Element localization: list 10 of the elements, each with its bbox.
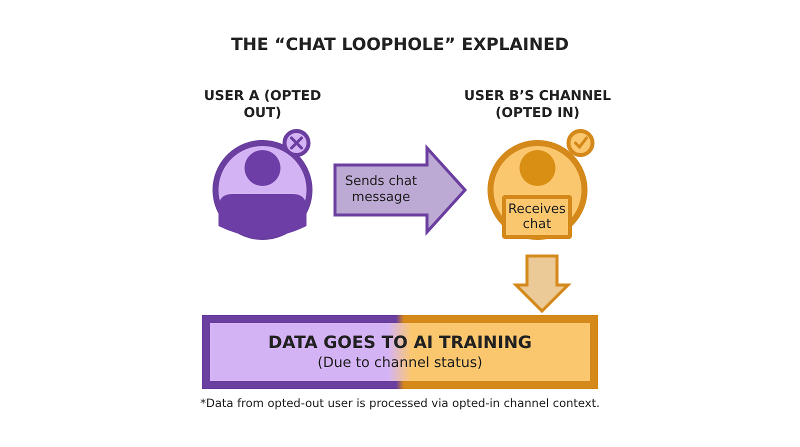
result-heading: DATA GOES TO AI TRAINING — [267, 333, 533, 353]
result-note: (Due to channel status) — [316, 355, 484, 371]
block-arrow — [334, 144, 468, 236]
title: THE “CHAT LOOPHOLE” EXPLAINED — [230, 35, 570, 55]
edge-label: Sends chat message — [344, 174, 418, 206]
node-heading: USER A (OPTED OUT) — [202, 88, 322, 122]
footnote: *Data from opted-out user is processed via opted-in channel context. — [199, 396, 601, 410]
message-box: Receives chat — [502, 195, 572, 239]
block-arrow — [512, 254, 572, 314]
node-heading: USER B’S CHANNEL (OPTED IN) — [463, 88, 612, 122]
